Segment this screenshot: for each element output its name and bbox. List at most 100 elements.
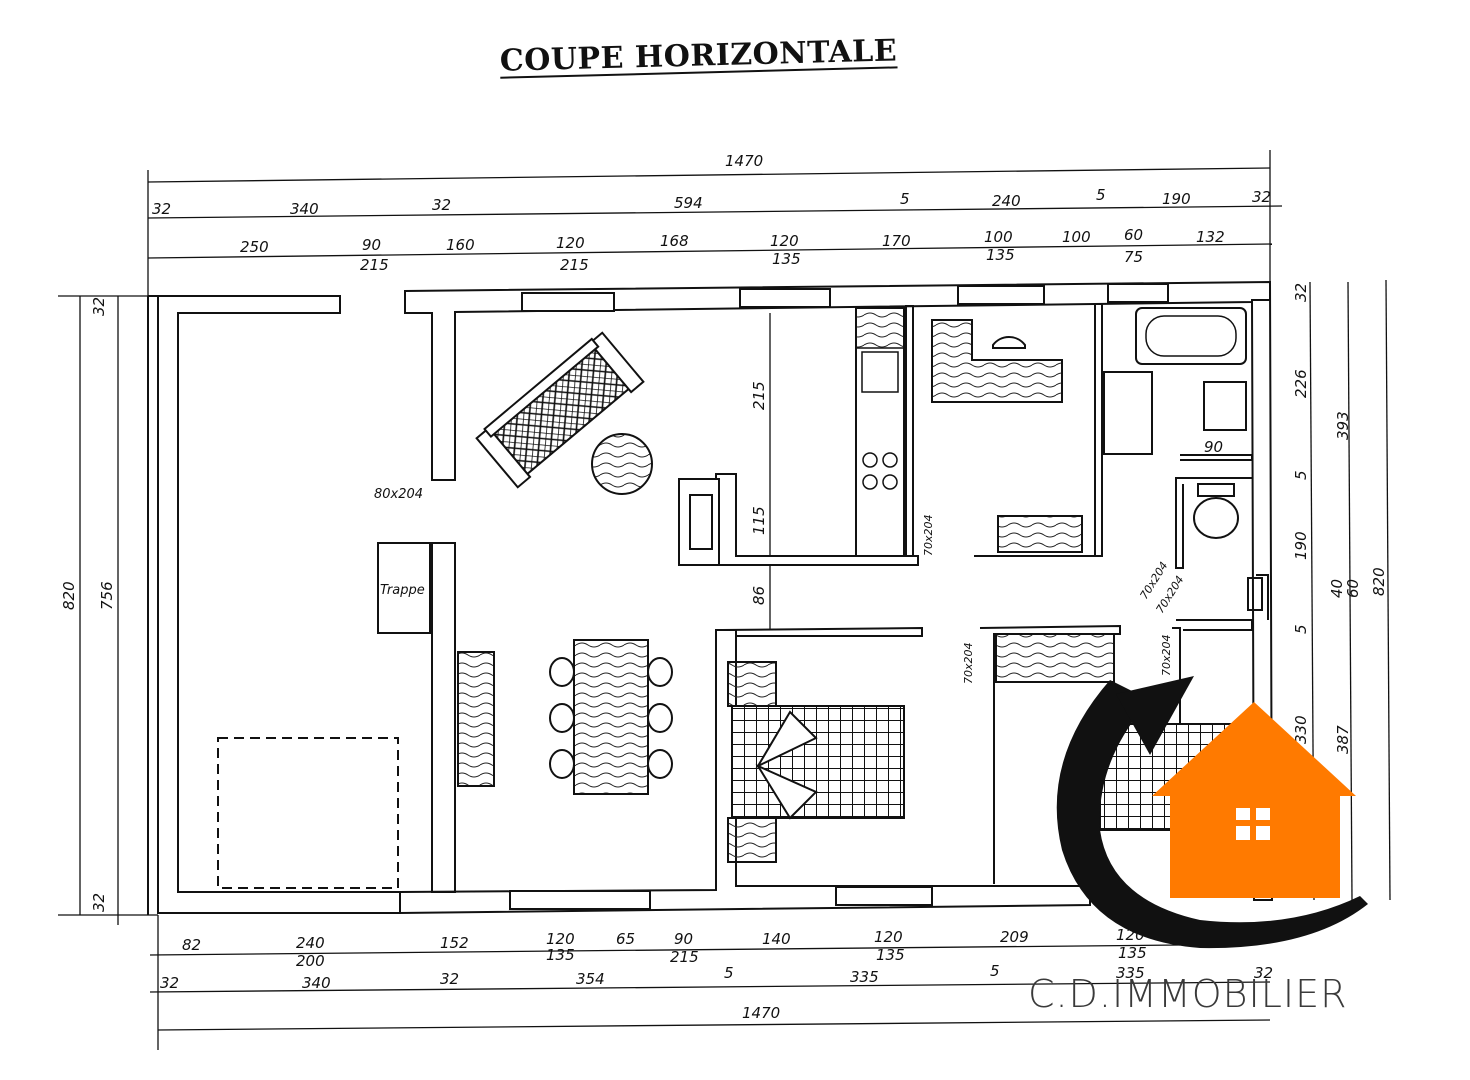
cabinet <box>1103 371 1153 455</box>
washbasin <box>1203 381 1247 431</box>
dim-b2-7: 335 <box>1116 964 1145 982</box>
dim-int-215: 215 <box>750 381 768 410</box>
garage-car-space <box>217 737 399 889</box>
garage-outer-wall <box>148 295 401 914</box>
door-70x204-kitchen: 70x204 <box>922 514 935 556</box>
kitchen-right-wall <box>905 305 914 557</box>
dim-t2-6: 5 <box>1096 186 1106 204</box>
bedroom-top-right-wall <box>1094 303 1103 557</box>
dim-b1-7: 120 <box>874 928 903 946</box>
sideboard <box>457 651 495 787</box>
dim-left-32-bottom: 32 <box>90 893 108 912</box>
kitchen-bottom-wall <box>715 473 919 566</box>
dim-int-90: 90 <box>1204 438 1223 456</box>
dim-t3-6: 170 <box>882 232 911 250</box>
dim-int-86: 86 <box>750 586 768 605</box>
dim-b1-2: 152 <box>440 934 469 952</box>
dim-b2-3: 354 <box>576 970 605 988</box>
dim-b2-8: 32 <box>1254 964 1273 982</box>
window-1 <box>521 292 615 312</box>
partition-garage-living <box>431 542 456 893</box>
dim-int-115: 115 <box>750 506 768 535</box>
dim-t2-7: 190 <box>1162 190 1191 208</box>
bedroom1-bed <box>727 661 905 863</box>
dimension-lines <box>58 150 1391 1050</box>
dim-left-820: 820 <box>60 581 78 610</box>
toilet <box>1193 497 1239 539</box>
dim-b2-2: 32 <box>440 970 459 988</box>
dimension-labels: 1470 32 340 32 594 5 240 5 190 32 250 90… <box>60 152 1388 1022</box>
dim-b1s-4: 135 <box>1118 944 1147 962</box>
logo-arrow <box>1056 680 1368 949</box>
dim-b1s-3: 135 <box>876 946 905 964</box>
window-6 <box>835 886 933 906</box>
window-3 <box>957 285 1045 305</box>
dim-t3-8: 100 <box>1062 228 1091 246</box>
dim-right-226: 226 <box>1292 369 1310 398</box>
armchair <box>678 478 720 566</box>
trappe-label: Trappe <box>380 583 425 598</box>
dim-t3-2: 160 <box>446 236 475 254</box>
dim-t2-2: 32 <box>432 196 451 214</box>
dim-t3s-0: 215 <box>360 256 389 274</box>
dim-b1-6: 140 <box>762 930 791 948</box>
door-70x204-storage: 70x204 <box>1160 634 1173 676</box>
dim-b1-0: 82 <box>182 936 201 954</box>
bedroom2-wall <box>979 624 1121 884</box>
dim-b1-8: 209 <box>1000 928 1029 946</box>
dim-b1-4: 65 <box>616 930 635 948</box>
windows <box>509 283 1169 910</box>
bathtub <box>1135 307 1247 365</box>
dim-b1-3: 120 <box>546 930 575 948</box>
dim-t2-8: 32 <box>1252 188 1271 206</box>
dim-left-756: 756 <box>98 581 116 610</box>
dim-t2-5: 240 <box>992 192 1021 210</box>
dim-t3-10: 132 <box>1196 228 1225 246</box>
logo <box>1056 676 1368 949</box>
dim-b1-1: 240 <box>296 934 325 952</box>
trappe-box <box>377 542 431 634</box>
window-2 <box>739 288 831 308</box>
door-80x204: 80x204 <box>374 487 423 502</box>
dim-right-820: 820 <box>1370 567 1388 596</box>
dim-t2-0: 32 <box>152 200 171 218</box>
dim-b1s-2: 215 <box>670 948 699 966</box>
stair-post <box>1247 577 1263 611</box>
bottom-wall <box>399 629 1091 915</box>
dim-right-190: 190 <box>1292 531 1310 560</box>
dim-t2-1: 340 <box>290 200 319 218</box>
dim-right-387: 387 <box>1334 725 1352 754</box>
dim-right-5b: 5 <box>1292 624 1310 634</box>
low-furniture <box>997 515 1083 553</box>
kitchen-counter <box>855 307 905 557</box>
dim-t3-9: 60 <box>1124 226 1143 244</box>
dim-t2-3: 594 <box>674 194 703 212</box>
dim-right-32: 32 <box>1292 283 1310 302</box>
round-table <box>591 433 653 495</box>
dim-t3s-4: 75 <box>1124 248 1143 266</box>
dim-b2-6: 5 <box>990 962 1000 980</box>
window-5 <box>509 890 651 910</box>
sink <box>861 351 899 393</box>
dim-t3-5: 120 <box>770 232 799 250</box>
dim-bottom-total: 1470 <box>742 1004 780 1022</box>
dim-t3-1: 90 <box>362 236 381 254</box>
wc-bottom-wall <box>1176 619 1253 631</box>
dim-t3s-3: 135 <box>986 246 1015 264</box>
dim-top-total: 1470 <box>725 152 763 170</box>
dim-b1s-1: 135 <box>546 946 575 964</box>
bedroom1-top-wall <box>721 626 923 637</box>
bathroom-fixtures <box>1103 307 1247 539</box>
stair-edge <box>1256 574 1269 620</box>
right-outer-wall <box>1251 281 1274 901</box>
door-70x204-bedroom2: 70x204 <box>962 642 975 684</box>
window-4 <box>1107 283 1169 303</box>
dim-right-60: 60 <box>1344 579 1362 598</box>
dim-left-32-top: 32 <box>90 297 108 316</box>
chair <box>992 336 1026 349</box>
logo-arrow-head <box>1116 676 1194 755</box>
desk-corner <box>931 319 1063 403</box>
sofa <box>475 331 645 489</box>
dim-t3-3: 120 <box>556 234 585 252</box>
